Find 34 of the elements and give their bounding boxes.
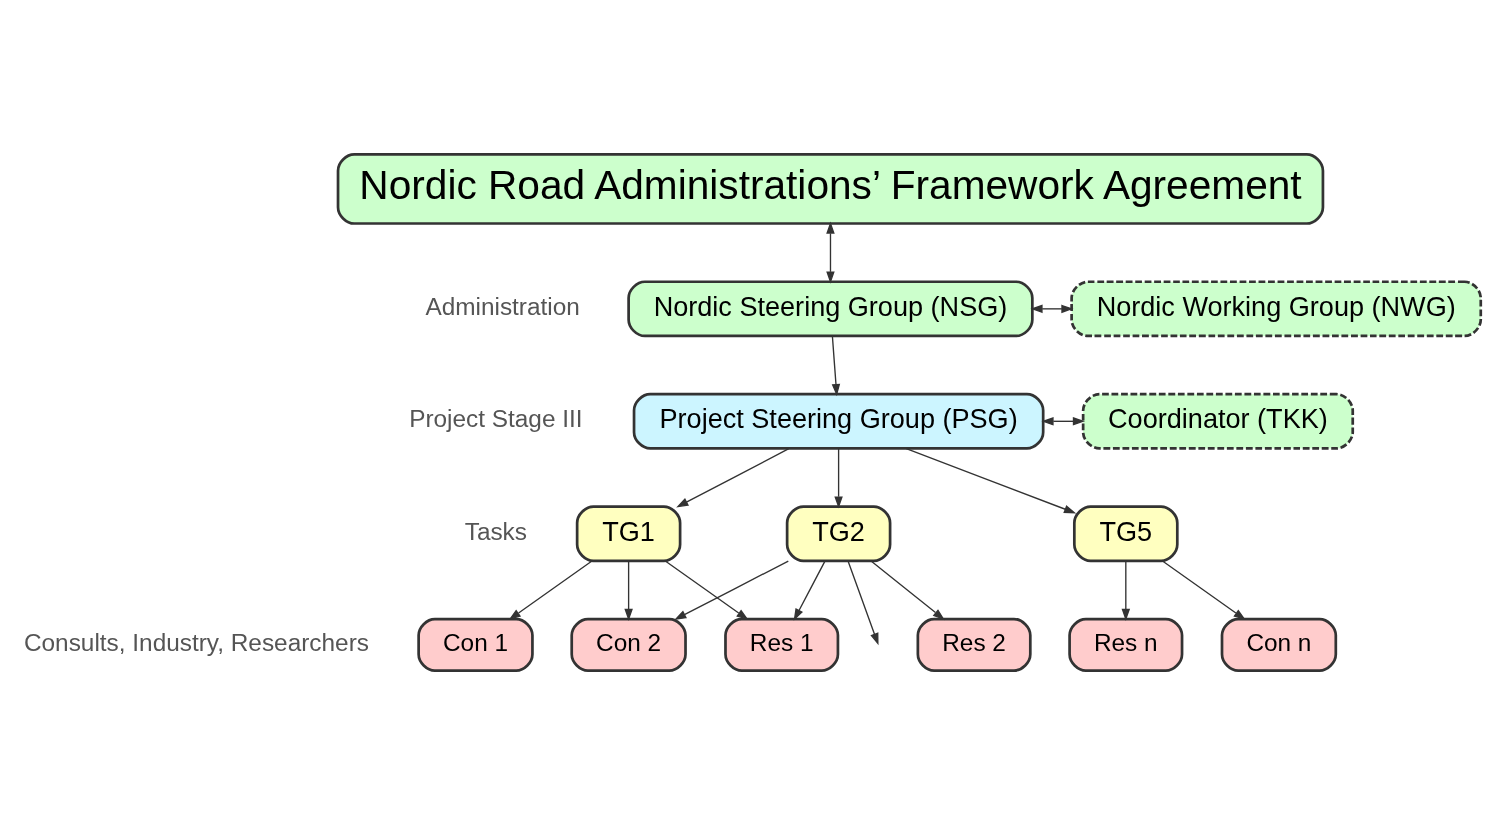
arrow xyxy=(1041,416,1086,426)
node-box: Res 1 xyxy=(724,617,840,672)
arrow xyxy=(1030,304,1074,313)
arrow xyxy=(793,560,826,621)
node-box: Nordic Steering Group (NSG) xyxy=(627,279,1034,337)
node-box: Res 2 xyxy=(916,617,1032,672)
arrow xyxy=(508,559,593,620)
arrow xyxy=(676,447,790,507)
label: Consults, Industry, Researchers xyxy=(23,628,369,656)
arrow xyxy=(674,559,789,620)
node-box: TG1 xyxy=(575,504,682,562)
arrow xyxy=(831,335,841,396)
label: Administration xyxy=(425,292,580,320)
node-box: Coordinator (TKK) xyxy=(1081,392,1355,450)
arrow xyxy=(834,447,843,509)
node-box: Con n xyxy=(1220,617,1338,672)
arrow xyxy=(847,560,879,645)
node-box: TG2 xyxy=(785,504,892,562)
arrow xyxy=(826,221,835,284)
node-box: Project Steering Group (PSG) xyxy=(632,392,1045,450)
arrow xyxy=(870,559,945,620)
node-box: Nordic Road Administrations’ Framework Agreement xyxy=(336,152,1325,225)
node-box: TG5 xyxy=(1072,504,1179,562)
label: Tasks xyxy=(464,517,528,545)
node-box: Res n xyxy=(1068,617,1184,672)
arrow xyxy=(905,447,1077,513)
arrow xyxy=(1121,560,1131,621)
arrow xyxy=(624,560,633,621)
node-box: Con 1 xyxy=(417,617,534,672)
arrow xyxy=(1161,559,1246,620)
label: Project Stage III xyxy=(409,404,583,432)
node-box: Nordic Working Group (NWG) xyxy=(1070,279,1483,337)
arrow xyxy=(664,559,749,620)
node-box: Con 2 xyxy=(570,617,687,672)
